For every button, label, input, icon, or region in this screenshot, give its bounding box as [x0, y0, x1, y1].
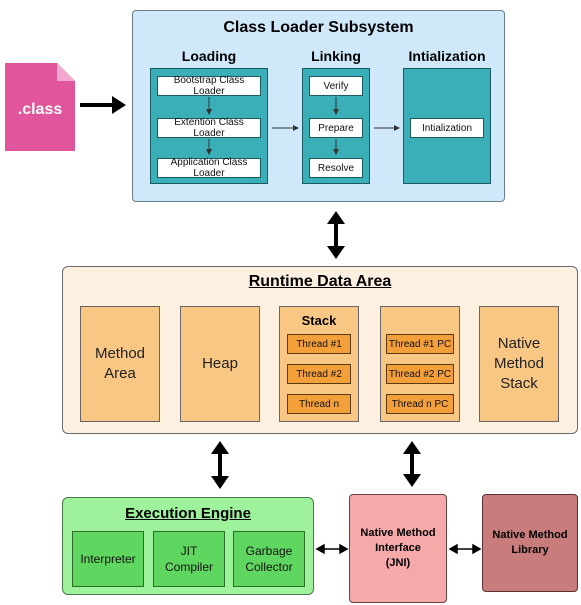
- extension-class-loader: Extention Class Loader: [157, 117, 261, 139]
- stack-thread-1: Thread #1: [287, 334, 351, 354]
- loader-runtime-double-arrow: [327, 211, 345, 259]
- stack-thread-n: Thread n: [287, 394, 351, 414]
- jni-line1: Native Method: [360, 527, 436, 539]
- stack-thread-2: Thread #2: [287, 364, 351, 384]
- class-loader-title: Class Loader Subsystem: [223, 19, 414, 36]
- resolve-step: Resolve: [309, 158, 363, 178]
- class-to-loader-arrow: [80, 96, 126, 114]
- stack-heading: Stack: [301, 313, 337, 328]
- execution-engine-title: Execution Engine: [125, 505, 251, 522]
- jni-line3: (JNI): [385, 557, 411, 569]
- runtime-engine-double-arrow: [211, 441, 229, 489]
- loading-heading: Loading: [181, 48, 237, 64]
- gc-line2: Collector: [245, 560, 293, 574]
- class-file-label: .class: [17, 101, 63, 118]
- jit-line2: Compiler: [164, 560, 213, 574]
- native-method-library: Native Method Library: [482, 494, 578, 592]
- application-class-loader: Application Class Loader: [157, 157, 261, 179]
- method-area-line2: Area: [104, 365, 136, 382]
- jni-library-double-arrow: [448, 543, 482, 555]
- pc-thread-2: Thread #2 PC: [386, 364, 454, 384]
- linking-heading: Linking: [311, 48, 361, 64]
- native-method-interface: Native Method Interface (JNI): [349, 494, 447, 603]
- initialization-heading: Intialization: [408, 48, 486, 64]
- nml-line1: Native Method: [492, 529, 568, 541]
- jni-line2: Interface: [375, 542, 421, 554]
- nml-line2: Library: [511, 544, 549, 556]
- initialization-step: Intialization: [410, 118, 484, 138]
- verify-step: Verify: [309, 76, 363, 96]
- gc-line1: Garbage: [245, 544, 293, 558]
- runtime-data-area-title: Runtime Data Area: [248, 273, 392, 290]
- garbage-collector: Garbage Collector: [233, 531, 305, 587]
- heap: Heap: [180, 306, 260, 422]
- method-area: Method Area: [80, 306, 160, 422]
- interpreter: Interpreter: [72, 531, 144, 587]
- prepare-step: Prepare: [309, 118, 363, 138]
- pc-thread-1: Thread #1 PC: [386, 334, 454, 354]
- native-method-stack: Native Method Stack: [479, 306, 559, 422]
- bootstrap-class-loader: Bootstrap Class Loader: [157, 75, 261, 97]
- jit-line1: JIT: [180, 544, 198, 558]
- pc-thread-n: Thread n PC: [386, 394, 454, 414]
- method-area-line1: Method: [94, 345, 146, 362]
- native-stack-line1: Native: [497, 335, 541, 352]
- native-stack-line3: Stack: [500, 375, 538, 392]
- native-stack-line2: Method: [493, 355, 545, 372]
- engine-jni-double-arrow: [315, 543, 349, 555]
- class-file-icon: .class: [5, 63, 75, 151]
- runtime-jni-double-arrow: [403, 441, 421, 487]
- jit-compiler: JIT Compiler: [153, 531, 225, 587]
